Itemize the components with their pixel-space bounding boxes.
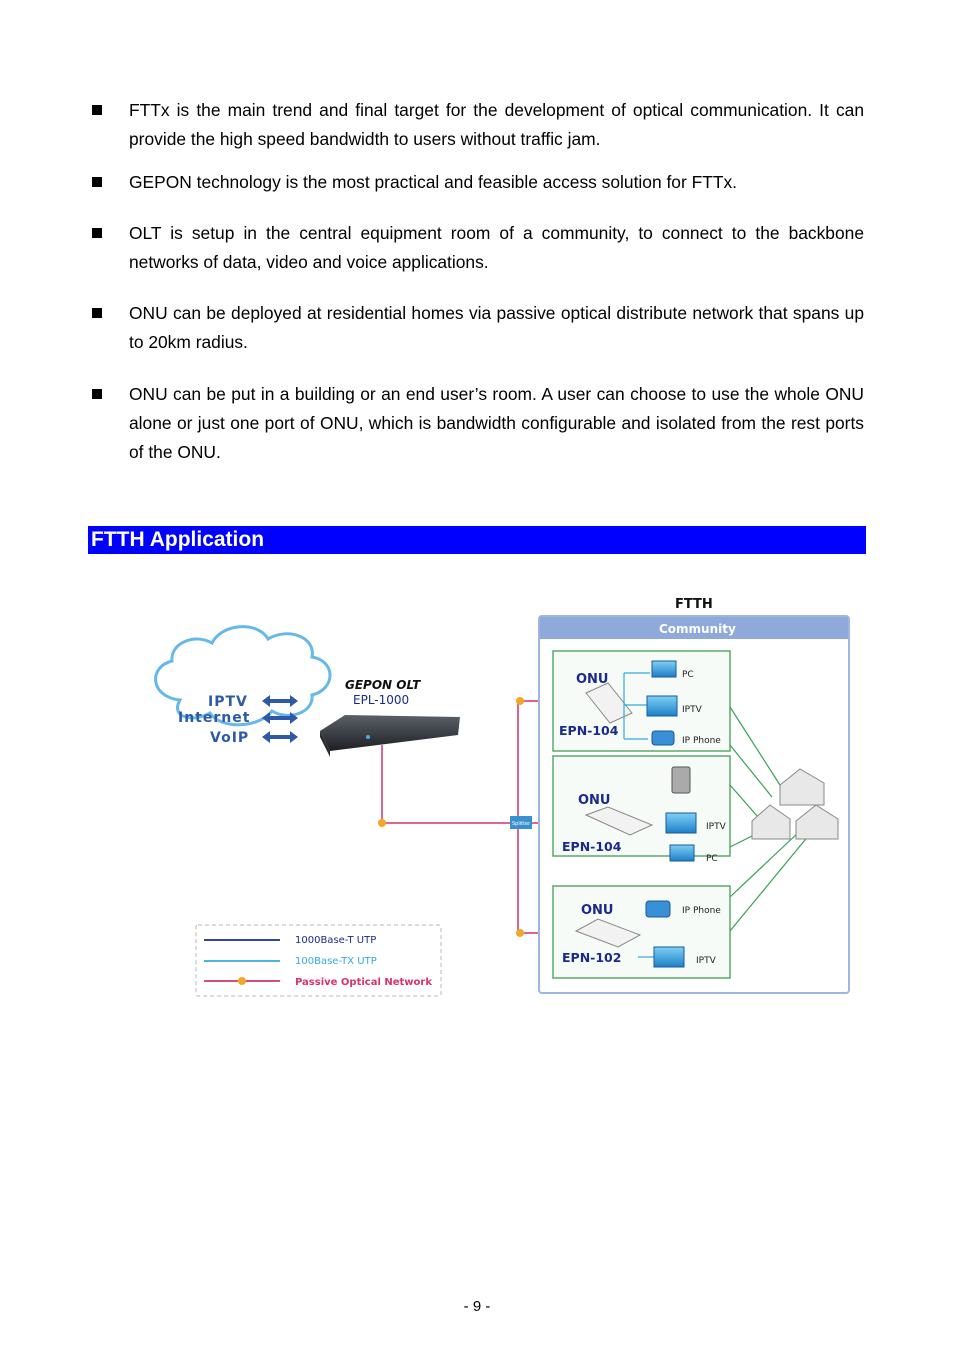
legend-label: 100Base-TX UTP [295, 956, 377, 967]
device-label: IPTV [682, 705, 703, 715]
olt-device: GEPON OLT EPL-1000 [320, 678, 460, 757]
cloud-item-internet: Internet [178, 710, 250, 726]
pc-icon [669, 844, 695, 862]
bullet-marker [92, 308, 102, 318]
page-number: - 9 - [463, 1298, 491, 1315]
phone-icon [645, 900, 671, 918]
bullet-text: OLT is setup in the central equipment ro… [129, 223, 864, 272]
onu-panel-2: ONU EPN-104 IPTV PC [552, 755, 731, 864]
onu-label: ONU [576, 672, 609, 687]
tv-icon [646, 695, 678, 717]
legend-label: Passive Optical Network [295, 977, 432, 988]
phone-icon [651, 730, 675, 746]
onu-label: ONU [578, 793, 611, 808]
cloud-item-voip: VoIP [210, 730, 249, 746]
onu-label: ONU [581, 903, 614, 918]
bullet-marker [92, 228, 102, 238]
bullet-marker [92, 177, 102, 187]
onu-panel-1: ONU EPN-104 PC IPTV IP Phone [552, 650, 731, 752]
device-label: PC [706, 854, 718, 864]
onu-model: EPN-104 [562, 839, 622, 854]
legend: 1000Base-T UTP 100Base-TX UTP Passive Op… [195, 924, 442, 997]
device-label: PC [682, 670, 694, 680]
legend-label: 1000Base-T UTP [295, 935, 376, 946]
bullet-text: GEPON technology is the most practical a… [129, 172, 737, 192]
bullet-5: ONU can be put in a building or an end u… [92, 380, 864, 467]
tv-icon [665, 812, 697, 834]
device-label: IPTV [706, 822, 727, 832]
bullet-3: OLT is setup in the central equipment ro… [92, 219, 864, 277]
device-label: IP Phone [682, 906, 721, 916]
device-label: IPTV [696, 956, 717, 966]
tv-icon [653, 946, 685, 968]
onu-model: EPN-102 [562, 950, 621, 965]
community-label: Community [659, 622, 736, 636]
green-links [729, 706, 815, 932]
ftth-label: FTTH [675, 597, 713, 612]
splitter: Splitter [510, 816, 532, 829]
internet-cloud: IPTV Internet VoIP [154, 625, 332, 746]
onu-model: EPN-104 [559, 723, 619, 738]
bullet-text: ONU can be put in a building or an end u… [129, 384, 864, 462]
bullet-marker [92, 389, 102, 399]
olt-model: EPL-1000 [353, 693, 409, 707]
bullet-text: FTTx is the main trend and final target … [129, 100, 864, 149]
double-arrow-icon [262, 695, 298, 743]
bullet-marker [92, 105, 102, 115]
bullet-4: ONU can be deployed at residential homes… [92, 299, 864, 357]
section-heading: FTTH Application [88, 526, 866, 554]
olt-title: GEPON OLT [345, 678, 421, 692]
onu-panel-3: ONU EPN-102 IP Phone IPTV [552, 885, 731, 979]
bullet-1: FTTx is the main trend and final target … [92, 96, 864, 154]
camera-icon [671, 766, 691, 794]
splitter-label: Splitter [512, 821, 531, 827]
bullet-text: ONU can be deployed at residential homes… [129, 303, 864, 352]
house-icon [751, 768, 839, 840]
device-label: IP Phone [682, 736, 721, 746]
cloud-item-iptv: IPTV [208, 694, 248, 710]
ftth-diagram: IPTV Internet VoIP GEPON OLT EPL-1000 Sp… [154, 597, 850, 997]
pc-icon [651, 660, 677, 678]
legend-pon-tag [238, 977, 246, 985]
bullet-2: GEPON technology is the most practical a… [92, 168, 864, 197]
